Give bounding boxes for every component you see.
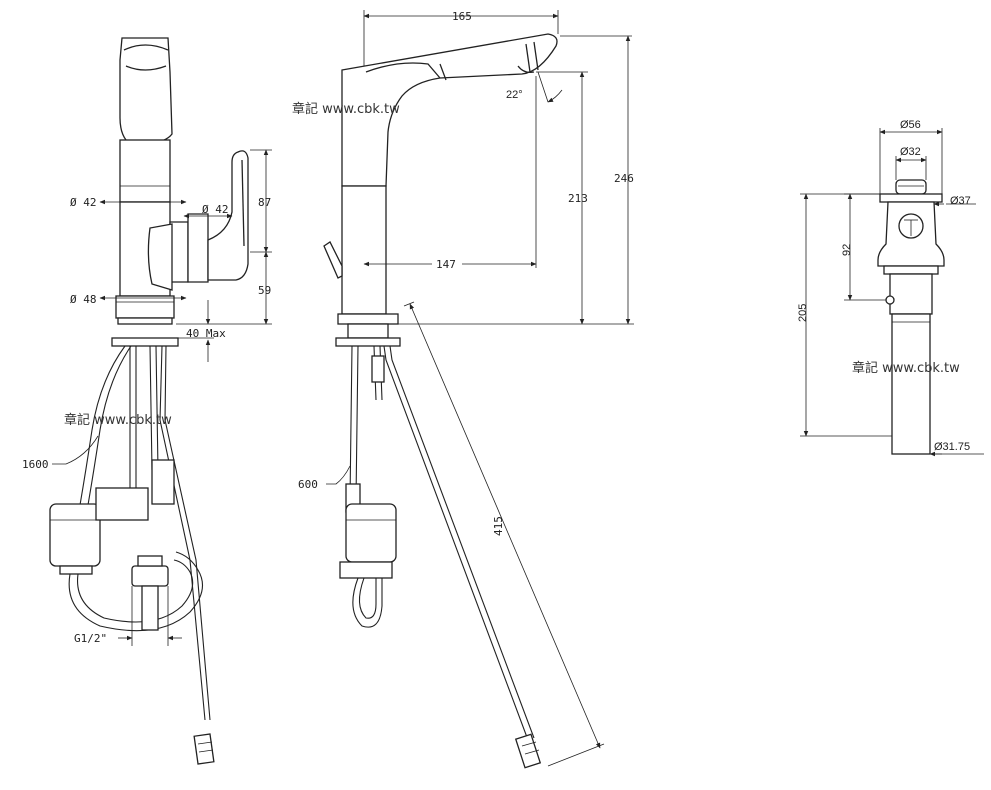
label-total-length: 205: [797, 304, 809, 322]
watermark-3: 章記 www.cbk.tw: [852, 360, 960, 376]
watermark-1: 章記 www.cbk.tw: [292, 101, 400, 117]
label-tail-diameter: Ø31.75: [934, 441, 970, 453]
label-cable-length: 415: [492, 516, 505, 536]
label-connection-thread: G1/2": [74, 632, 107, 645]
label-handle-reach: 147: [436, 258, 456, 271]
label-handle-diameter: Ø 42: [202, 203, 229, 216]
label-handle-height: 87: [258, 196, 271, 209]
front-view: Ø 42 Ø 42 Ø 48 87 59 40 Max 1600 G1/2": [22, 37, 272, 765]
label-pullout-hose: 600: [298, 478, 318, 491]
label-base-height: 59: [258, 284, 271, 297]
label-outlet-height: 213: [568, 192, 588, 205]
label-deck-thickness: 40 Max: [186, 327, 226, 340]
label-overflow-height: 92: [841, 244, 853, 256]
label-reach: 165: [452, 10, 472, 23]
label-flange-diameter: Ø37: [950, 195, 971, 207]
label-base-diameter: Ø 48: [70, 293, 97, 306]
side-view: 165 246 213 147 22° 600 415: [298, 10, 634, 769]
label-overall-height: 246: [614, 172, 634, 185]
label-cap-diameter: Ø56: [900, 119, 921, 131]
label-spout-diameter: Ø 42: [70, 196, 97, 209]
label-hose-length: 1600: [22, 458, 49, 471]
drain-view: Ø56 Ø32 Ø37 92 205 Ø31.75: [797, 119, 984, 457]
label-spout-angle: 22°: [506, 89, 523, 101]
watermark-2: 章記 www.cbk.tw: [64, 412, 172, 428]
label-plug-diameter: Ø32: [900, 146, 921, 158]
